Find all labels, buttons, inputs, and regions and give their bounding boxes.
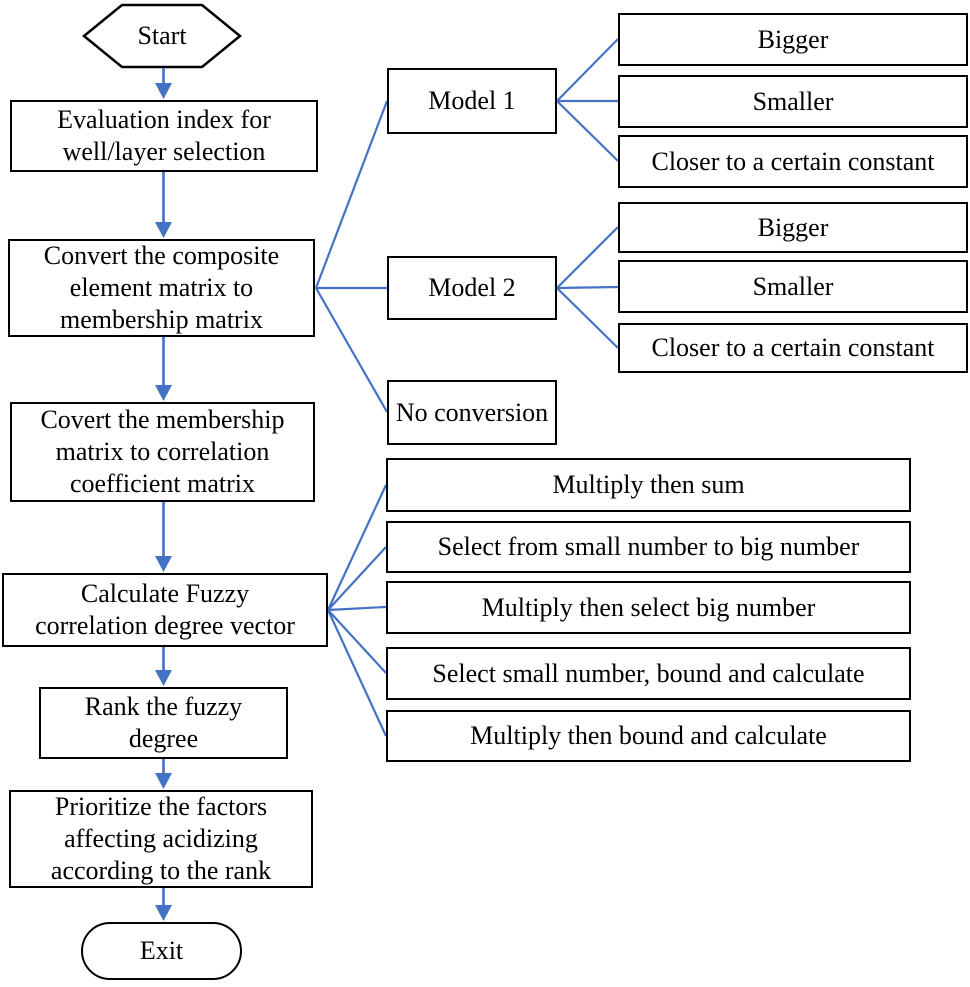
node-model-2: Model 2 — [387, 256, 557, 320]
arrow-covert-to-calculate — [155, 502, 172, 572]
option-label: Smaller — [752, 86, 834, 116]
node-text-line: Calculate Fuzzy — [80, 579, 250, 609]
link-calculate-to-method2 — [327, 546, 387, 611]
node-no-conversion: No conversion — [387, 380, 557, 445]
exit-label: Exit — [139, 936, 184, 966]
node-text-line: Covert the membership — [40, 405, 285, 435]
node-text-line: according to the rank — [50, 855, 272, 885]
node-text-line: correlation degree vector — [35, 611, 295, 640]
link-calculate-to-method3 — [327, 605, 387, 612]
node-prioritize-factors: Prioritize the factors affecting acidizi… — [9, 790, 313, 888]
node-method-multiply-select-big: Multiply then select big number — [386, 581, 911, 634]
link-model2-to-smaller — [556, 285, 619, 290]
option-label: Bigger — [757, 24, 829, 54]
arrow-rank-to-prioritize — [155, 759, 172, 789]
method-label: Multiply then bound and calculate — [470, 721, 827, 751]
node-convert-composite-matrix: Convert the composite element matrix to … — [8, 239, 315, 337]
link-model1-to-bigger — [556, 38, 619, 102]
method-label: Select from small number to big number — [437, 532, 860, 562]
node-method-multiply-then-sum: Multiply then sum — [386, 458, 911, 512]
node-method-select-small-to-big: Select from small number to big number — [386, 521, 911, 573]
node-text-line: matrix to correlation — [55, 437, 270, 467]
option-label: Bigger — [757, 212, 829, 242]
node-evaluation-index: Evaluation index for well/layer selectio… — [10, 100, 318, 172]
link-calculate-to-method1 — [327, 484, 387, 611]
model1-label: Model 1 — [428, 86, 516, 116]
link-model2-to-bigger — [556, 226, 619, 289]
link-calculate-to-method4 — [327, 609, 387, 674]
node-model2-option-closer: Closer to a certain constant — [618, 323, 968, 373]
arrow-prioritize-to-exit — [155, 888, 172, 921]
option-label: Smaller — [752, 271, 834, 301]
method-label: Select small number, bound and calculate — [432, 658, 865, 688]
node-text-line: Convert the composite — [43, 241, 280, 271]
node-start: Start — [84, 5, 240, 67]
link-model2-to-closer — [556, 287, 619, 349]
node-model2-option-smaller: Smaller — [618, 260, 968, 313]
arrow-calculate-to-rank — [155, 647, 172, 686]
start-label: Start — [137, 21, 187, 51]
arrow-convert-to-covert — [155, 337, 172, 401]
arrow-evaluation-to-convert — [155, 172, 172, 238]
node-text-line: Rank the fuzzy — [84, 692, 243, 722]
option-label: Closer to a certain constant — [651, 146, 935, 176]
node-model1-option-closer: Closer to a certain constant — [618, 135, 968, 188]
option-label: Closer to a certain constant — [651, 333, 935, 363]
node-text-line: Prioritize the factors — [54, 792, 268, 822]
link-calculate-to-method5 — [327, 609, 387, 737]
node-text-line: membership matrix — [60, 304, 263, 334]
node-exit: Exit — [81, 922, 242, 980]
link-convert-to-no-conversion — [315, 287, 388, 413]
start-hexagon-shape — [82, 3, 242, 69]
method-label: Multiply then sum — [552, 470, 745, 500]
node-method-multiply-bound-calculate: Multiply then bound and calculate — [386, 710, 911, 762]
node-text-line: degree — [128, 724, 199, 753]
method-label: Multiply then select big number — [481, 592, 816, 622]
node-method-select-small-bound-calculate: Select small number, bound and calculate — [386, 647, 911, 700]
node-covert-membership-matrix: Covert the membership matrix to correlat… — [10, 402, 315, 502]
node-model1-option-bigger: Bigger — [618, 13, 968, 66]
link-convert-to-model1 — [314, 100, 389, 289]
node-model-1: Model 1 — [387, 68, 557, 134]
node-text-line: element matrix to — [69, 273, 254, 303]
node-model2-option-bigger: Bigger — [618, 202, 968, 253]
node-text-line: well/layer selection — [62, 137, 266, 166]
arrow-start-to-evaluation — [155, 68, 172, 99]
node-model1-option-smaller: Smaller — [618, 75, 968, 128]
model2-label: Model 2 — [428, 273, 516, 303]
node-text-line: Evaluation index for — [57, 105, 271, 135]
no-conversion-label: No conversion — [395, 397, 549, 427]
node-rank-fuzzy-degree: Rank the fuzzy degree — [39, 687, 288, 759]
link-model1-to-closer — [556, 100, 619, 162]
node-text-line: coefficient matrix — [69, 468, 256, 498]
node-text-line: affecting acidizing — [64, 824, 258, 854]
node-calculate-fuzzy-vector: Calculate Fuzzy correlation degree vecto… — [2, 573, 328, 647]
